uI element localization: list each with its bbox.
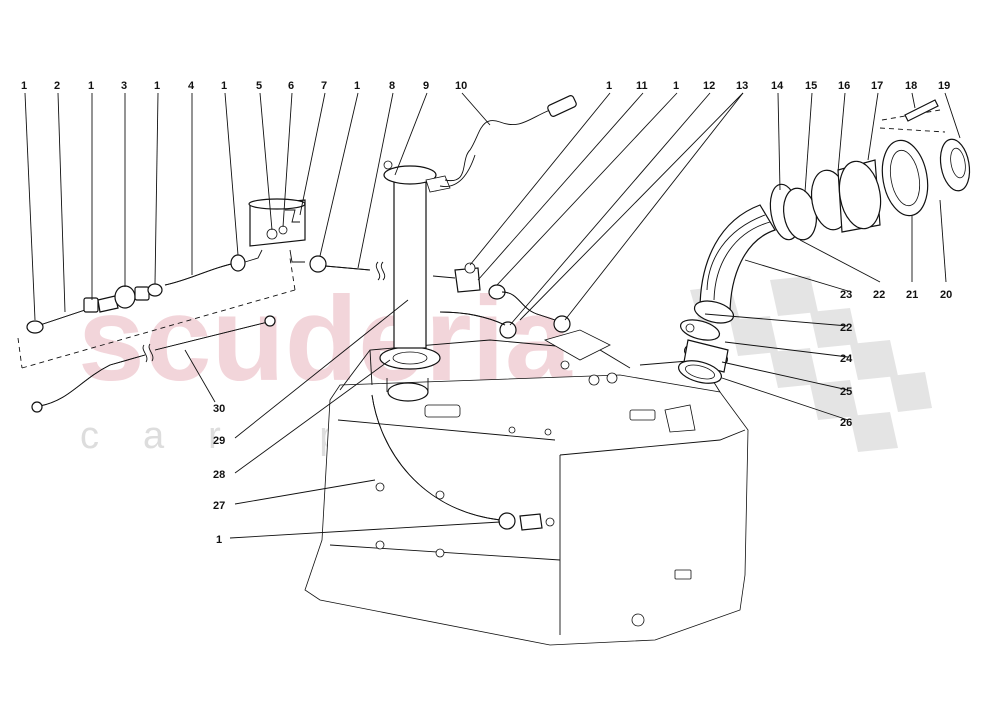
- part-labels: 1 2 1 3 1 4 1 5 6 7 1 8 9 10 1 11 1 12 1…: [21, 80, 952, 546]
- label-19: 19: [938, 80, 950, 92]
- label-5: 5: [256, 80, 262, 92]
- label-1: 1: [154, 80, 160, 92]
- label-1: 1: [354, 80, 360, 92]
- label-18: 18: [905, 80, 917, 92]
- fuel-sender-tube: [383, 160, 451, 349]
- label-30: 30: [213, 403, 225, 415]
- label-2: 2: [54, 80, 60, 92]
- label-8: 8: [389, 80, 395, 92]
- label-10: 10: [455, 80, 467, 92]
- filler-clamps: [677, 319, 729, 384]
- hose-27: [371, 394, 555, 531]
- label-21: 21: [906, 289, 918, 301]
- label-29: 29: [213, 435, 225, 447]
- label-13: 13: [736, 80, 748, 92]
- label-27: 27: [213, 500, 225, 512]
- fuel-tank: [304, 329, 749, 646]
- vent-group-outline: [17, 257, 296, 369]
- label-16: 16: [838, 80, 850, 92]
- leader-lines: [24, 92, 961, 539]
- label-1: 1: [216, 534, 222, 546]
- label-6: 6: [288, 80, 294, 92]
- vent-hose-assembly: [26, 249, 571, 339]
- filler-hose: [693, 204, 776, 324]
- sender-flange: [387, 382, 429, 402]
- label-1: 1: [21, 80, 27, 92]
- watermark-flag: [690, 276, 932, 452]
- label-17: 17: [871, 80, 883, 92]
- label-1: 1: [88, 80, 94, 92]
- label-1: 1: [606, 80, 612, 92]
- label-28: 28: [213, 469, 225, 481]
- label-14: 14: [771, 80, 784, 92]
- label-12: 12: [703, 80, 715, 92]
- label-22: 22: [873, 289, 885, 301]
- label-23: 23: [840, 289, 852, 301]
- label-11: 11: [636, 80, 648, 92]
- wire-connector: [547, 95, 577, 117]
- label-4: 4: [188, 80, 195, 92]
- label-20: 20: [940, 289, 952, 301]
- label-25: 25: [840, 386, 852, 398]
- vent-valve-block: [248, 198, 306, 247]
- label-9: 9: [423, 80, 429, 92]
- label-3: 3: [121, 80, 127, 92]
- filler-cap-assembly: [769, 99, 971, 241]
- label-7: 7: [321, 80, 327, 92]
- sender-wire: [444, 109, 551, 182]
- label-24: 24: [840, 353, 853, 365]
- label-1: 1: [221, 80, 227, 92]
- label-1: 1: [673, 80, 679, 92]
- label-26: 26: [840, 417, 852, 429]
- label-22: 22: [840, 322, 852, 334]
- hose-30: [31, 315, 276, 413]
- label-15: 15: [805, 80, 817, 92]
